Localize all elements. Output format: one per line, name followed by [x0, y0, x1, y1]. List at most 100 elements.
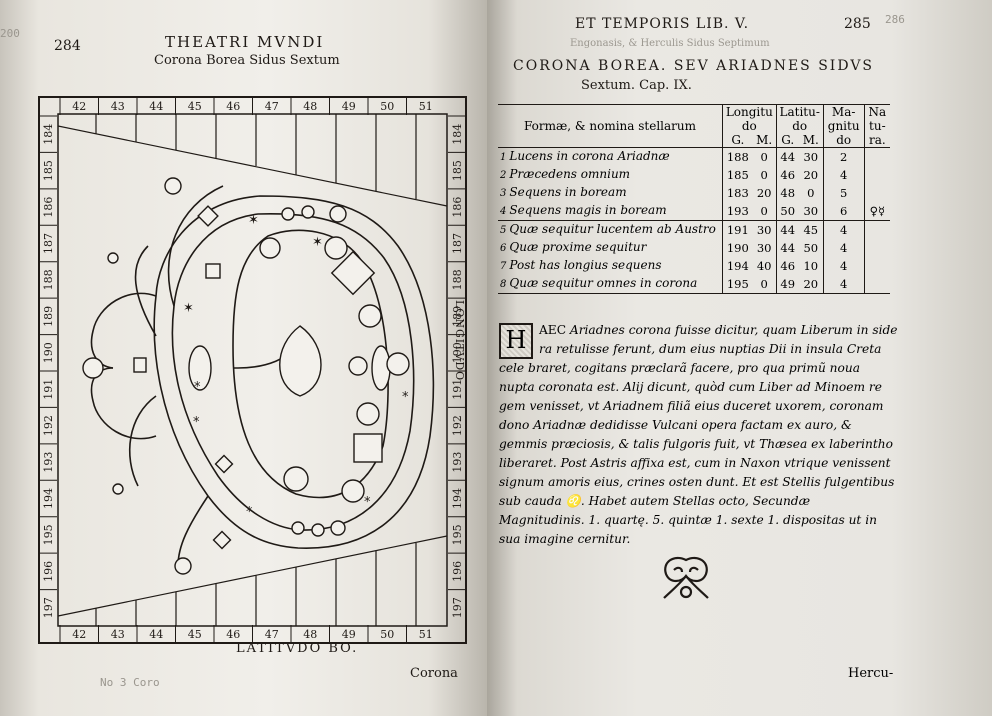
- right-catchword: Hercu-: [848, 666, 894, 681]
- star-name: Quæ sequitur omnes in corona: [509, 276, 698, 290]
- scale-label: 187: [451, 233, 464, 254]
- row-number: 7: [500, 261, 507, 272]
- latitude-degrees-cell: 44: [780, 241, 796, 255]
- longitude-degrees-cell: 193: [722, 202, 753, 221]
- magnitude-cell: 4: [823, 239, 865, 257]
- sub-header: G.: [731, 133, 745, 147]
- nature-cell: [864, 184, 890, 202]
- scale-label: 49: [342, 628, 356, 641]
- latitude-grid: [57, 114, 448, 626]
- scale-label: 42: [72, 100, 86, 113]
- longitude-degrees-cell: 194: [726, 259, 749, 273]
- right-running-head: ET TEMPORIS LIB. V.: [575, 16, 750, 32]
- longitude-minutes-cell: 40: [752, 257, 777, 275]
- left-page: 200 284 THEATRI MVNDI Corona Borea Sidus…: [0, 0, 487, 716]
- svg-text:*: *: [364, 495, 371, 510]
- latitude-minutes-cell: 20: [798, 275, 824, 294]
- scale-label: 186: [451, 197, 464, 218]
- left-subtitle: Corona Borea Sidus Sextum: [154, 53, 340, 68]
- scale-label: 185: [42, 160, 55, 181]
- svg-text:*: *: [194, 380, 201, 395]
- scale-label: 191: [451, 379, 464, 400]
- scale-label: 195: [42, 524, 55, 545]
- longitude-minutes-cell: 0: [752, 147, 777, 166]
- left-running-head: THEATRI MVNDI: [165, 33, 325, 51]
- scale-label: 188: [451, 269, 464, 290]
- scale-label: 45: [188, 628, 202, 641]
- star-name: Præcedens omnium: [509, 167, 631, 181]
- nature-cell: [864, 221, 890, 240]
- scale-label: 197: [451, 597, 464, 618]
- scale-label: 46: [226, 628, 240, 641]
- magnitude-cell: 2: [823, 147, 865, 166]
- longitude-degrees-cell: 195: [722, 275, 753, 294]
- row-number: 6: [500, 243, 507, 254]
- scale-label: 191: [42, 379, 55, 400]
- scale-label: 51: [419, 628, 433, 641]
- fleuron-ornament-icon: [663, 556, 709, 599]
- longitude-minutes-cell: 30: [752, 239, 777, 257]
- row-number: 1: [500, 152, 507, 163]
- scale-label: 190: [451, 342, 464, 363]
- scale-label: 192: [451, 415, 464, 436]
- longitude-header: Longitu do: [722, 104, 777, 133]
- scale-label: 50: [380, 628, 394, 641]
- scale-label: 187: [42, 233, 55, 254]
- latitude-minutes-cell: 0: [798, 184, 824, 202]
- scale-label: 185: [451, 160, 464, 181]
- scale-label: 49: [342, 100, 356, 113]
- chapter-body: H AEC Ariadnes corona fuisse dicitur, qu…: [499, 321, 899, 549]
- star-name: Quæ proxime sequitur: [509, 240, 647, 254]
- svg-text:*: *: [402, 390, 409, 405]
- magnitude-cell: 4: [823, 220, 865, 239]
- star-marks: ✶✶✶ *** **: [183, 213, 409, 520]
- longitude-minutes-cell: 0: [752, 275, 777, 294]
- scale-label: 189: [42, 306, 55, 327]
- star-name: Post has longius sequens: [509, 258, 662, 272]
- latitude-minutes-cell: 20: [798, 166, 824, 184]
- longitude-degrees-cell: 183: [726, 186, 749, 200]
- scale-label: 46: [226, 100, 240, 113]
- scale-label: 196: [42, 561, 55, 582]
- svg-text:*: *: [193, 415, 200, 430]
- scale-label: 186: [42, 197, 55, 218]
- nature-cell: [864, 239, 890, 257]
- scale-label: 42: [72, 628, 86, 641]
- scale-label: 189: [451, 306, 464, 327]
- row-number: 5: [500, 225, 507, 236]
- scale-label: 197: [42, 597, 55, 618]
- nature-header: Na tu- ra.: [868, 105, 887, 147]
- scale-label: 43: [111, 628, 125, 641]
- scale-label: 48: [303, 100, 317, 113]
- scale-label: 193: [42, 452, 55, 473]
- latitude-degrees-cell: 44: [780, 223, 796, 237]
- nature-cell: [864, 257, 890, 275]
- star-catalogue-table: Formæ, & nomina stellarum Longitu do Lat…: [498, 104, 890, 294]
- nature-cell: ♀☿: [864, 202, 890, 221]
- svg-text:✶: ✶: [248, 213, 259, 228]
- left-catchword: Corona: [410, 666, 458, 681]
- scale-label: 44: [149, 628, 163, 641]
- scale-label: 188: [42, 269, 55, 290]
- nature-cell: [864, 148, 890, 167]
- magnitude-cell: 4: [823, 257, 865, 275]
- scale-label: 44: [149, 100, 163, 113]
- latitude-label: LATITVDO BO.: [236, 641, 359, 656]
- latitude-minutes-cell: 30: [798, 202, 824, 221]
- nature-cell: [864, 166, 890, 184]
- right-scale: 1841851861871881891901911921931941951961…: [448, 115, 466, 618]
- sub-header: G.: [781, 133, 795, 147]
- magnitude-header: Ma- gnitu do: [823, 104, 865, 148]
- star-name: Sequens magis in boream: [509, 203, 667, 217]
- latitude-minutes-cell: 45: [798, 220, 824, 239]
- latitude-degrees-cell: 48: [780, 186, 796, 200]
